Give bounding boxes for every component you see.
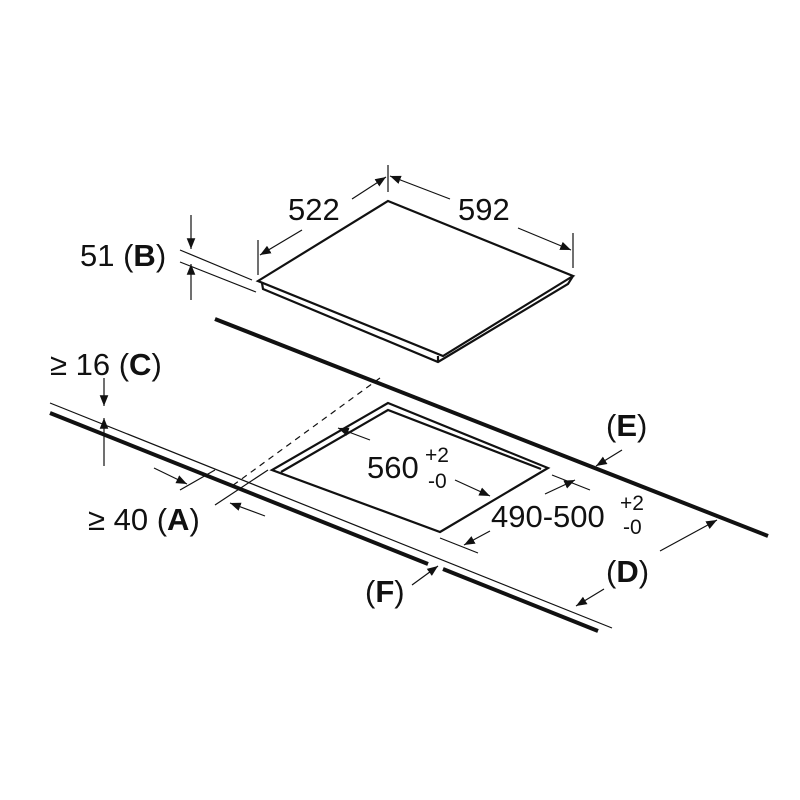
worktop-back-edge	[214, 317, 769, 538]
hob-top-surface	[255, 199, 576, 358]
cutout-inner-frame	[280, 408, 542, 473]
cutout-outline	[269, 401, 551, 534]
hidden-edge-dashed	[231, 377, 381, 487]
label-f: (F)	[365, 574, 405, 609]
hob-height-label: 51 (B)	[80, 238, 166, 273]
dimension-lines	[99, 378, 718, 607]
front-distance-label: ≥ 40 (A)	[88, 502, 200, 537]
cutout	[269, 401, 551, 534]
cutout-depth-label: 490-500 +2 -0	[491, 492, 644, 539]
cutout-width-tol-plus: +2	[425, 444, 449, 467]
cutout-depth-tol-minus: -0	[623, 516, 642, 539]
hob-depth-label: 522	[288, 192, 340, 227]
label-d: (D)	[606, 554, 649, 589]
hob-width-label: 592	[458, 192, 510, 227]
hob-lower-edge	[260, 275, 574, 364]
label-e: (E)	[606, 408, 647, 443]
cutout-depth-value: 490-500	[491, 499, 605, 534]
hob-dimension-lines	[179, 165, 574, 300]
cutout-width-value: 560	[367, 450, 419, 485]
cutout-depth-tol-plus: +2	[620, 492, 644, 515]
worktop-front-edge-top	[49, 402, 613, 629]
hob	[255, 199, 576, 364]
cutout-width-label: 560 +2 -0	[367, 444, 449, 493]
cutout-width-tol-minus: -0	[428, 470, 447, 493]
worktop-front-edge-right	[442, 567, 599, 633]
worktop-thickness-label: ≥ 16 (C)	[50, 347, 162, 382]
